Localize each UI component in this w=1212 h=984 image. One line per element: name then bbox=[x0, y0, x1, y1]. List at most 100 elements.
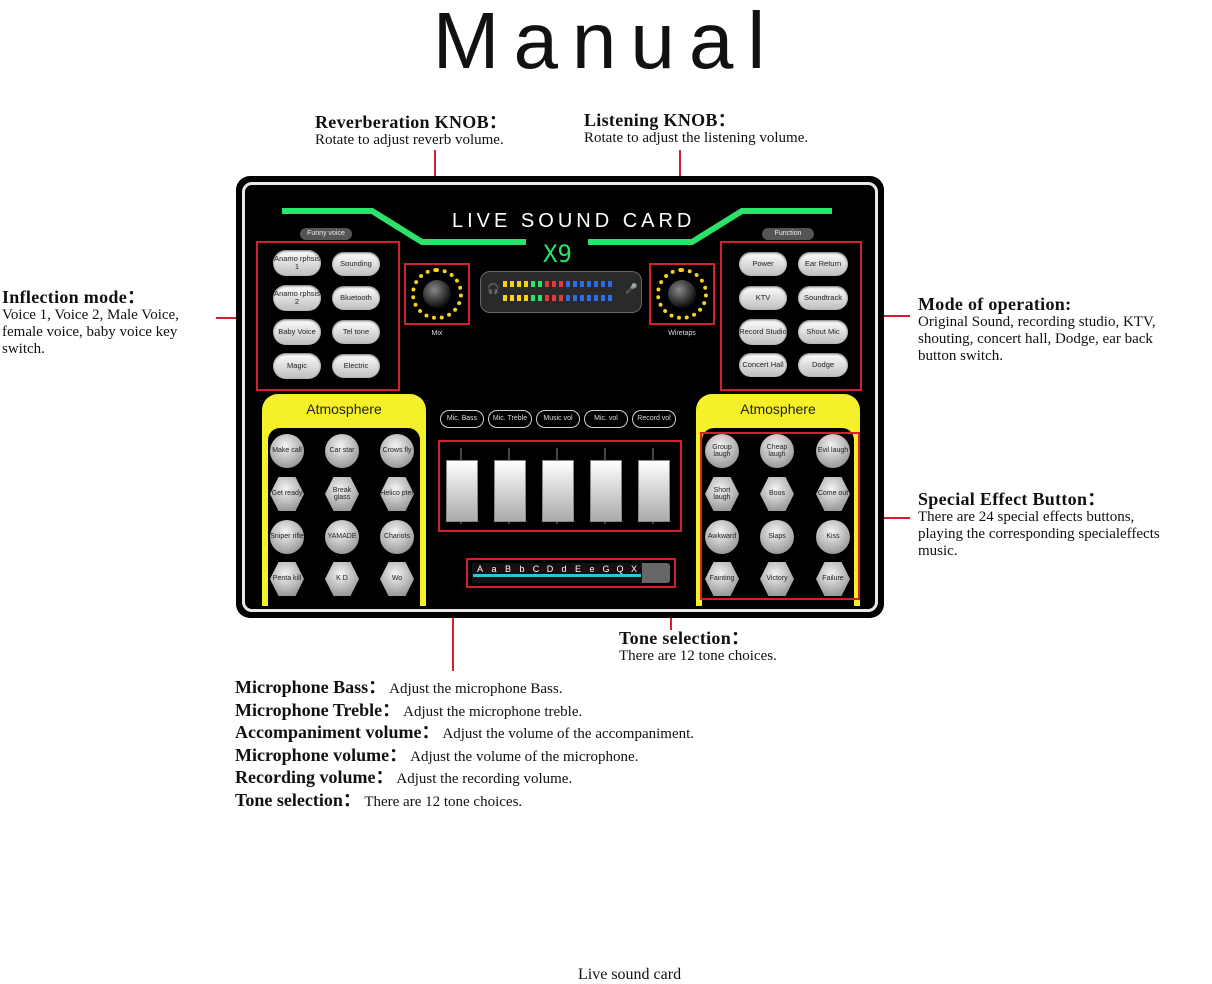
tone-strip-end bbox=[640, 563, 670, 583]
record-vol-fader[interactable] bbox=[638, 460, 670, 522]
dodge-button[interactable]: Dodge bbox=[798, 353, 848, 377]
level-meter: 🎧 🎤 bbox=[480, 271, 642, 313]
special-leader-line bbox=[860, 517, 910, 519]
bluetooth-button[interactable]: Bluetooth bbox=[332, 286, 380, 310]
reverb-annotation: Reverberation KNOB： Rotate to adjust rev… bbox=[315, 112, 507, 149]
tone-key-q[interactable]: Q bbox=[613, 564, 627, 582]
anamorphosis-2-button[interactable]: Anamo rphsis 2 bbox=[273, 285, 321, 311]
crows-fly-button[interactable]: Crows fly bbox=[380, 434, 414, 468]
mic-treble-label: Mic. Treble bbox=[488, 410, 532, 428]
evil-laugh-button[interactable]: Evil laugh bbox=[816, 434, 850, 468]
tone-key-b-lower[interactable]: b bbox=[515, 564, 529, 582]
listening-knob-box bbox=[649, 263, 715, 325]
yamade-button[interactable]: YAMADE bbox=[325, 520, 359, 554]
tone-key-a-lower[interactable]: a bbox=[487, 564, 501, 582]
listening-annotation-title: Listening KNOB： bbox=[584, 110, 737, 130]
listening-knob[interactable] bbox=[668, 280, 696, 308]
tone-key-c[interactable]: C bbox=[529, 564, 543, 582]
mic-bass-fader[interactable] bbox=[446, 460, 478, 522]
record-studio-button[interactable]: Record Studio bbox=[739, 319, 787, 345]
cheap-laugh-button[interactable]: Cheap laugh bbox=[760, 434, 794, 468]
meter-leds bbox=[503, 281, 612, 301]
shout-mic-button[interactable]: Shout Mic bbox=[798, 320, 848, 344]
soundtrack-button[interactable]: Soundtrack bbox=[798, 286, 848, 310]
music-vol-label: Music vol bbox=[536, 410, 580, 428]
baby-voice-button[interactable]: Baby Voice bbox=[273, 319, 321, 345]
mix-label: Mix bbox=[431, 330, 443, 337]
control-descriptions: Microphone Bass： Adjust the microphone B… bbox=[235, 677, 694, 812]
boos-button[interactable]: Boos bbox=[760, 477, 794, 511]
awkward-button[interactable]: Awkward bbox=[705, 520, 739, 554]
operation-leader-line bbox=[860, 315, 910, 317]
funny-voice-tag: Funny voice bbox=[300, 228, 352, 240]
music-vol-fader[interactable] bbox=[542, 460, 574, 522]
tone-key-a-upper[interactable]: A bbox=[473, 564, 487, 582]
chariots-button[interactable]: Chariots bbox=[380, 520, 414, 554]
list-item: Recording volume： Adjust the recording v… bbox=[235, 767, 573, 787]
tel-tone-button[interactable]: Tel tone bbox=[332, 320, 380, 344]
ktv-button[interactable]: KTV bbox=[739, 286, 787, 310]
list-item: Microphone Bass： Adjust the microphone B… bbox=[235, 677, 563, 697]
tone-key-x[interactable]: X bbox=[627, 564, 641, 582]
victory-button[interactable]: Victory bbox=[760, 562, 794, 596]
slaps-button[interactable]: Slaps bbox=[760, 520, 794, 554]
special-annotation-title: Special Effect Button： bbox=[918, 489, 1106, 509]
electric-button[interactable]: Electric bbox=[332, 354, 380, 378]
make-call-button[interactable]: Make call bbox=[270, 434, 304, 468]
come-out-button[interactable]: Come out bbox=[816, 477, 850, 511]
car-star-button[interactable]: Car star bbox=[325, 434, 359, 468]
anamorphosis-1-button[interactable]: Anamo rphsis 1 bbox=[273, 250, 321, 276]
listening-annotation: Listening KNOB： Rotate to adjust the lis… bbox=[584, 110, 808, 147]
list-item: Microphone Treble： Adjust the microphone… bbox=[235, 699, 583, 720]
fainting-button[interactable]: Fainting bbox=[705, 562, 739, 596]
headphone-icon: 🎧 bbox=[487, 284, 500, 295]
sniper-rifle-button[interactable]: Sniper rifle bbox=[270, 520, 304, 554]
special-annotation: Special Effect Button： There are 24 spec… bbox=[918, 489, 1210, 560]
list-item: Accompaniment volume： Adjust the volume … bbox=[235, 722, 695, 742]
group-laugh-button[interactable]: Group laugh bbox=[705, 434, 739, 468]
funny-voice-group bbox=[256, 241, 400, 391]
sounding-button[interactable]: Sounding bbox=[332, 252, 380, 276]
kiss-button[interactable]: Kiss bbox=[816, 520, 850, 554]
tone-key-b-upper[interactable]: B bbox=[501, 564, 515, 582]
inflection-line: female voice, baby voice key bbox=[2, 324, 178, 340]
k-d-button[interactable]: K D bbox=[325, 562, 359, 596]
listening-annotation-text: Rotate to adjust the listening volume. bbox=[584, 130, 809, 146]
mic-treble-fader[interactable] bbox=[494, 460, 526, 522]
tone-annotation-title: Tone selection： bbox=[619, 628, 750, 648]
magic-button[interactable]: Magic bbox=[273, 353, 321, 379]
special-line: music. bbox=[918, 543, 958, 559]
device-model: X9 bbox=[543, 240, 572, 268]
concert-hall-button[interactable]: Concert Hall bbox=[739, 353, 787, 377]
reverb-knob-ring bbox=[411, 268, 463, 320]
microphone-icon: 🎤 bbox=[625, 284, 638, 295]
device-border bbox=[242, 182, 878, 612]
record-vol-label: Record vol bbox=[632, 410, 676, 428]
tone-key-e-lower[interactable]: e bbox=[585, 564, 599, 582]
right-atmosphere-label: Atmosphere bbox=[740, 401, 816, 417]
green-accent-lines bbox=[282, 208, 832, 245]
tone-annotation-text: There are 12 tone choices. bbox=[619, 648, 777, 664]
left-atmosphere-label: Atmosphere bbox=[306, 401, 382, 417]
tone-key-e-upper[interactable]: E bbox=[571, 564, 585, 582]
mic-vol-fader[interactable] bbox=[590, 460, 622, 522]
wo-button[interactable]: Wo bbox=[380, 562, 414, 596]
reverb-knob[interactable] bbox=[423, 280, 451, 308]
list-item: Microphone volume： Adjust the volume of … bbox=[235, 744, 639, 765]
penta-kill-button[interactable]: Penta kill bbox=[270, 562, 304, 596]
inflection-line: Voice 1, Voice 2, Male Voice, bbox=[2, 307, 179, 323]
ear-return-button[interactable]: Ear Return bbox=[798, 252, 848, 276]
tone-key-d-lower[interactable]: d bbox=[557, 564, 571, 582]
short-laugh-button[interactable]: Short laugh bbox=[705, 477, 739, 511]
reverb-annotation-text: Rotate to adjust reverb volume. bbox=[315, 132, 504, 148]
tone-strip bbox=[472, 563, 642, 583]
tone-keys: A a B b C D d E e G Q X bbox=[473, 564, 641, 582]
inflection-line: switch. bbox=[2, 341, 45, 357]
tone-selection-group bbox=[466, 558, 676, 588]
special-effects-group bbox=[700, 432, 860, 600]
tone-key-g[interactable]: G bbox=[599, 564, 613, 582]
operation-line: Original Sound, recording studio, KTV, bbox=[918, 314, 1156, 330]
failure-button[interactable]: Failure bbox=[816, 562, 850, 596]
tone-key-d-upper[interactable]: D bbox=[543, 564, 557, 582]
power-button[interactable]: Power bbox=[739, 252, 787, 276]
